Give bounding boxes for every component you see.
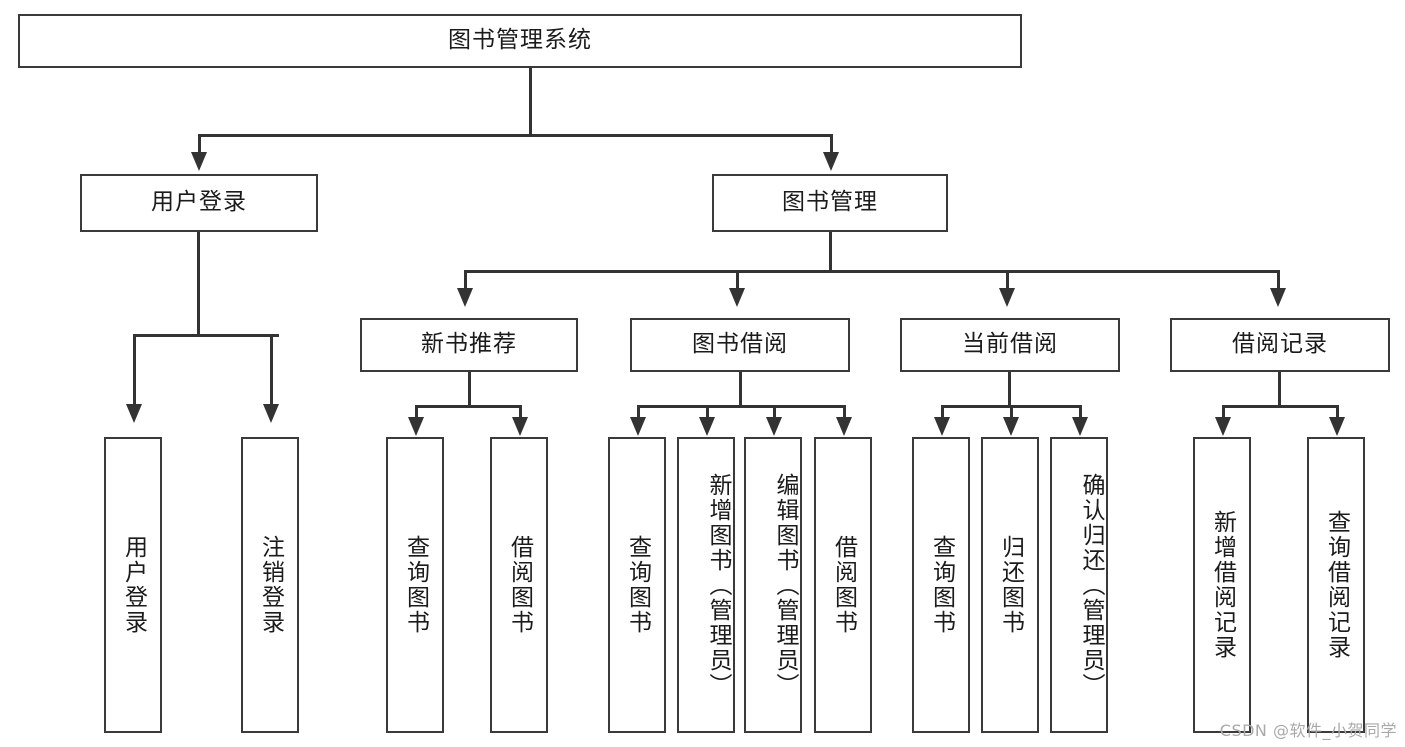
- node-borrow-record[interactable]: 借阅记录: [1170, 318, 1390, 372]
- node-label: 用户登录: [120, 535, 147, 635]
- edge-br-to-leaf-1: [1222, 405, 1225, 419]
- edge-new-book-stem: [468, 372, 471, 407]
- edge-borrow-record-stem: [1278, 372, 1281, 407]
- edge-user-login-stem: [197, 232, 200, 336]
- node-label: 新书推荐: [421, 331, 517, 358]
- arrow-bm-to-book-borrow: [729, 288, 745, 307]
- node-leaf-edit-book-admin[interactable]: 编辑图书（管理员）: [744, 437, 802, 733]
- arrow-bb-to-leaf-3: [766, 417, 782, 436]
- node-label: 借阅图书: [506, 535, 533, 635]
- node-leaf-return-book[interactable]: 归还图书: [981, 437, 1039, 733]
- arrow-user-login-to-leaf-2: [263, 404, 279, 423]
- edge-current-borrow-stem: [1008, 372, 1011, 407]
- node-label: 查询图书: [928, 535, 955, 635]
- edge-bb-to-leaf-4: [843, 405, 846, 419]
- node-label: 用户登录: [151, 189, 247, 216]
- node-label: 图书管理系统: [448, 27, 592, 54]
- node-label: 确认归还（管理员）: [1078, 472, 1104, 698]
- edge-bm-to-current-borrow: [1006, 270, 1009, 290]
- node-leaf-query-book-current[interactable]: 查询图书: [912, 437, 970, 733]
- edge-bm-to-borrow-record: [1277, 270, 1280, 290]
- node-label: 编辑图书（管理员）: [772, 472, 798, 698]
- edge-bb-to-leaf-3: [773, 405, 776, 419]
- node-leaf-borrow-book[interactable]: 借阅图书: [814, 437, 872, 733]
- arrow-br-to-leaf-2: [1329, 417, 1345, 436]
- arrow-cb-to-leaf-3: [1072, 417, 1088, 436]
- node-leaf-logout[interactable]: 注销登录: [241, 437, 299, 733]
- edge-user-login-to-leaf-1: [133, 334, 136, 406]
- arrow-root-to-user-login: [191, 152, 207, 171]
- node-label: 查询图书: [402, 535, 429, 635]
- node-current-borrow[interactable]: 当前借阅: [900, 318, 1120, 372]
- node-leaf-query-book-recommend[interactable]: 查询图书: [386, 437, 444, 733]
- arrow-user-login-to-leaf-1: [126, 404, 142, 423]
- node-leaf-query-book-borrow[interactable]: 查询图书: [608, 437, 666, 733]
- arrow-nb-to-leaf-1: [408, 417, 424, 436]
- node-book-management[interactable]: 图书管理: [712, 174, 948, 232]
- arrow-bm-to-new-book: [457, 288, 473, 307]
- edge-bm-to-new-book: [464, 270, 467, 290]
- edge-new-book-bus: [415, 405, 521, 408]
- arrow-br-to-leaf-1: [1215, 417, 1231, 436]
- edge-book-management-stem: [829, 232, 832, 272]
- arrow-bb-to-leaf-1: [630, 417, 646, 436]
- edge-bb-to-leaf-2: [706, 405, 709, 419]
- node-leaf-borrow-book-recommend[interactable]: 借阅图书: [490, 437, 548, 733]
- arrow-nb-to-leaf-2: [512, 417, 528, 436]
- node-label: 借阅图书: [830, 535, 857, 635]
- arrow-bb-to-leaf-4: [836, 417, 852, 436]
- node-label: 图书借阅: [692, 331, 788, 358]
- node-label: 查询借阅记录: [1323, 510, 1350, 660]
- node-leaf-confirm-return-admin[interactable]: 确认归还（管理员）: [1050, 437, 1108, 733]
- edge-user-login-bus: [133, 334, 279, 337]
- node-label: 注销登录: [257, 535, 284, 635]
- watermark-text: CSDN @软件_小贺同学: [1219, 721, 1397, 740]
- edge-book-borrow-bus: [637, 405, 845, 408]
- edge-cb-to-leaf-3: [1079, 405, 1082, 419]
- node-leaf-add-borrow-record[interactable]: 新增借阅记录: [1193, 437, 1251, 733]
- edge-root-to-user-login: [198, 134, 201, 154]
- node-leaf-add-book-admin[interactable]: 新增图书（管理员）: [677, 437, 735, 733]
- arrow-bm-to-borrow-record: [1270, 288, 1286, 307]
- arrow-cb-to-leaf-1: [934, 417, 950, 436]
- arrow-cb-to-leaf-2: [1003, 417, 1019, 436]
- edge-borrow-record-bus: [1222, 405, 1338, 408]
- node-user-login[interactable]: 用户登录: [80, 174, 318, 232]
- node-label: 归还图书: [997, 535, 1024, 635]
- edge-nb-to-leaf-1: [415, 405, 418, 419]
- arrow-root-to-book-management: [823, 152, 839, 171]
- edge-root-bus: [198, 134, 832, 137]
- edge-bb-to-leaf-1: [637, 405, 640, 419]
- edge-nb-to-leaf-2: [519, 405, 522, 419]
- node-root-book-management-system[interactable]: 图书管理系统: [18, 14, 1022, 68]
- edge-cb-to-leaf-1: [941, 405, 944, 419]
- node-label: 新增借阅记录: [1209, 510, 1236, 660]
- edge-br-to-leaf-2: [1336, 405, 1339, 419]
- arrow-bm-to-current-borrow: [999, 288, 1015, 307]
- edge-root-stem: [529, 68, 532, 136]
- node-label: 借阅记录: [1232, 331, 1328, 358]
- edge-book-management-bus: [464, 270, 1280, 273]
- node-leaf-user-login[interactable]: 用户登录: [104, 437, 162, 733]
- edge-cb-to-leaf-2: [1010, 405, 1013, 419]
- node-leaf-query-borrow-record[interactable]: 查询借阅记录: [1307, 437, 1365, 733]
- edge-root-to-book-management: [830, 134, 833, 154]
- node-label: 查询图书: [624, 535, 651, 635]
- edge-bm-to-book-borrow: [736, 270, 739, 290]
- node-label: 新增图书（管理员）: [705, 472, 731, 698]
- arrow-bb-to-leaf-2: [699, 417, 715, 436]
- edge-user-login-to-leaf-2: [270, 334, 273, 406]
- node-label: 当前借阅: [962, 331, 1058, 358]
- node-label: 图书管理: [782, 189, 878, 216]
- edge-book-borrow-stem: [739, 372, 742, 407]
- node-new-book-recommend[interactable]: 新书推荐: [360, 318, 578, 372]
- node-book-borrow[interactable]: 图书借阅: [630, 318, 850, 372]
